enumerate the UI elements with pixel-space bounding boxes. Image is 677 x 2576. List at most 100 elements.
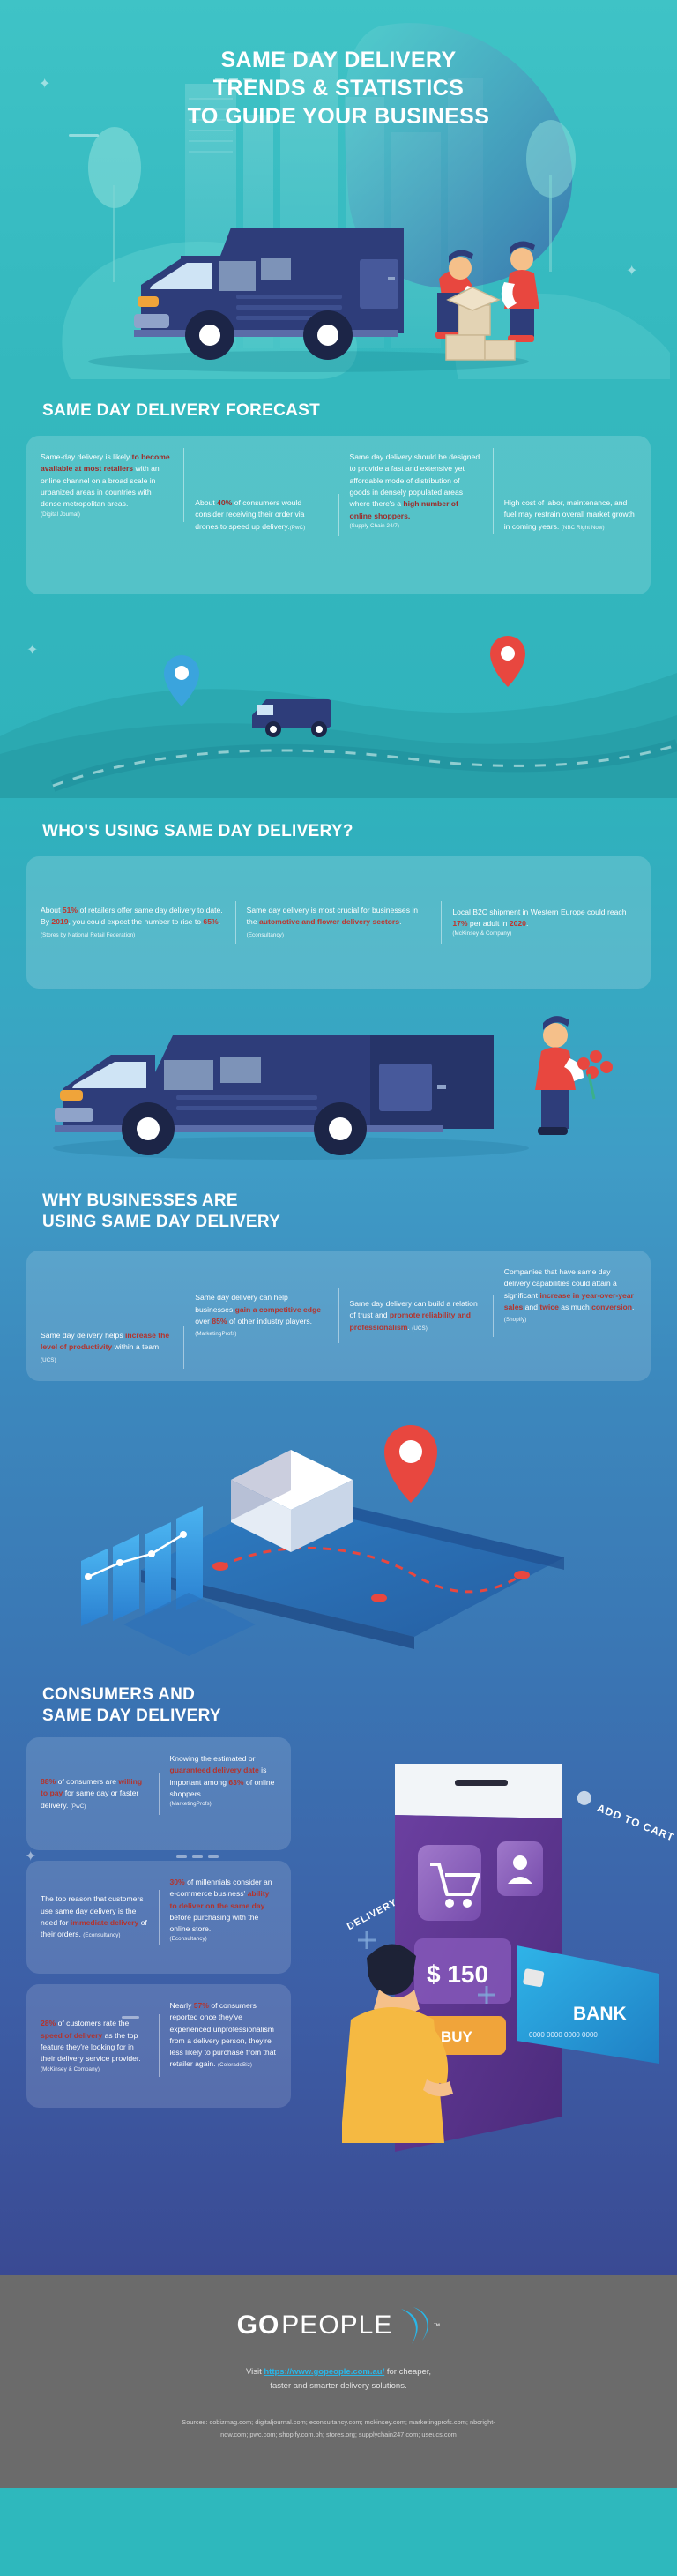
stat-highlight: 65% <box>203 917 219 927</box>
stat-text-mid: over <box>195 1316 212 1325</box>
gopeople-website-link[interactable]: https://www.gopeople.com.au/ <box>264 2367 385 2377</box>
stat-text-mid: of consumers are <box>56 1776 119 1786</box>
footer-visit-text: Visit https://www.gopeople.com.au/ for c… <box>0 2346 677 2393</box>
stat-text-pre: Companies that have same day delivery ca… <box>503 1266 617 1300</box>
stat-highlight: immediate delivery <box>70 1917 139 1927</box>
stat-text-pre: Same day delivery can help businesses <box>195 1293 288 1314</box>
stat-highlight: 40% <box>217 497 233 507</box>
stat-text-post: within a team. <box>112 1342 161 1352</box>
stat-highlight: 2020 <box>509 919 526 929</box>
buy-button-label: BUY <box>441 2028 473 2045</box>
page-title: SAME DAY DELIVERY TRENDS & STATISTICS TO… <box>0 0 677 131</box>
who-card-panel: About 51% of retailers offer same day de… <box>26 855 651 989</box>
visit-post-text: for cheaper, <box>384 2367 432 2377</box>
stat-text-post: before purchasing with the online store. <box>169 1912 259 1934</box>
stat-source: (McKinsey & Company) <box>41 2065 100 2072</box>
stat-text-pre: Knowing the estimated or <box>169 1753 256 1763</box>
stat-highlight: 30% <box>169 1877 185 1886</box>
decorative-dash <box>176 1855 187 1858</box>
stat-highlight: conversion <box>591 1302 633 1311</box>
sparkle-icon: ✦ <box>26 643 39 658</box>
stat-source: (MarketingProfs) <box>195 1331 237 1338</box>
forecast-card-panel: Same-day delivery is likely to become av… <box>26 435 651 594</box>
logo-swoosh-icon <box>401 2307 429 2344</box>
stat-highlight: promote reliability and professionalism <box>349 1310 472 1332</box>
shopping-cart-icon <box>430 1863 480 1908</box>
forecast-heading: SAME DAY DELIVERY FORECAST <box>42 401 321 420</box>
stat-highlight: increase the level of productivity <box>41 1330 170 1352</box>
sparkle-icon: ✦ <box>25 1849 37 1864</box>
sources-list: Sources: cobizmag.com; digitaljournal.co… <box>0 2393 677 2468</box>
stat-card: About 51% of retailers offer same day de… <box>30 900 236 944</box>
stat-card: Companies that have same day delivery ca… <box>494 1263 647 1329</box>
mobile-shopping-illustration: $ 150 BUY BANK 0000 0000 0000 0000 ADD T… <box>342 1764 676 2152</box>
map-pin-red <box>490 636 525 687</box>
consumers-section: CONSUMERS AND SAME DAY DELIVERY <box>0 1658 677 2275</box>
stat-card: 28% of customers rate the speed of deliv… <box>30 2014 160 2078</box>
why-heading: WHY BUSINESSES ARE USING SAME DAY DELIVE… <box>0 1164 677 1233</box>
stat-highlight: 57% <box>193 2000 209 2010</box>
user-icon <box>508 1855 532 1884</box>
stat-highlight: guaranteed delivery date <box>169 1766 259 1775</box>
sources-line-1: Sources: cobizmag.com; digitaljournal.co… <box>182 2418 495 2427</box>
stat-card: Knowing the estimated or guaranteed deli… <box>160 1750 288 1812</box>
stat-card: About 40% of consumers would consider re… <box>184 493 339 536</box>
stat-text-post: . <box>399 917 402 927</box>
stat-text-pre: Nearly <box>169 2000 194 2010</box>
stat-card: Same day delivery should be designed to … <box>339 447 494 534</box>
stat-card: 88% of consumers are willing to pay for … <box>30 1772 160 1815</box>
stat-highlight: twice <box>539 1302 559 1311</box>
stat-text-post: of consumers would consider receiving th… <box>195 497 305 531</box>
sparkle-icon: ✦ <box>626 264 638 279</box>
stat-highlight: 88% <box>41 1776 56 1786</box>
stat-text-pre: Same day delivery should be designed to … <box>349 452 480 509</box>
stat-text-post: of consumers reported once they've exper… <box>169 2000 276 2069</box>
add-to-cart-label: ADD TO CART <box>595 1802 676 1844</box>
stat-text-mid: and <box>523 1302 540 1311</box>
stat-text-pre: About <box>195 497 218 507</box>
visit-line-2: faster and smarter delivery solutions. <box>270 2381 407 2392</box>
forecast-section: SAME DAY DELIVERY FORECAST Same-day deli… <box>0 379 677 798</box>
stat-text-post: as much <box>558 1302 592 1311</box>
stat-highlight: automotive and flower delivery sectors <box>259 917 400 927</box>
stat-card: High cost of labor, maintenance, and fue… <box>494 494 647 536</box>
stat-text-post: . <box>218 917 221 927</box>
stat-text-post: as the top feature they're looking for i… <box>41 2030 141 2064</box>
stat-source: (UCS) <box>412 1325 428 1332</box>
card-digits: 0000 0000 0000 0000 <box>529 2031 598 2039</box>
stat-card: 30% of millennials consider an e-commerc… <box>160 1873 288 1947</box>
stat-card: Same day delivery is most crucial for bu… <box>236 900 443 944</box>
stat-text-mid: of customers rate the <box>56 2019 130 2028</box>
stat-source: (Shopify) <box>503 1317 527 1324</box>
stat-text-post: with an online channel on a broad scale … <box>41 464 160 509</box>
stat-card: The top reason that customers use same d… <box>30 1890 160 1945</box>
stat-source: (MarketingProfs) <box>169 1801 212 1808</box>
stat-source: (McKinsey & Company) <box>452 930 512 937</box>
stat-card: Local B2C shipment in Western Europe cou… <box>442 903 647 942</box>
logo-people-text: PEOPLE <box>281 2311 393 2340</box>
stat-text-post: for same day or faster delivery. <box>41 1788 139 1810</box>
shopper-person <box>342 1944 453 2143</box>
stat-source: (Stores by National Retail Federation) <box>41 931 136 938</box>
decorative-dash <box>208 1855 219 1858</box>
delivery-van-illustration <box>88 228 539 372</box>
decorative-dash <box>122 2016 139 2019</box>
stat-source: (PwC) <box>289 524 306 531</box>
stat-text-mid2: , you could expect the number to rise to <box>68 917 204 927</box>
decorative-dash <box>69 134 99 137</box>
stat-source: (Econsultancy) <box>246 931 284 938</box>
stat-highlight: increase in year-over-year sales <box>503 1290 634 1311</box>
decorative-dash <box>215 78 224 80</box>
decorative-dash <box>229 78 238 80</box>
stat-text-pre: About <box>41 905 63 915</box>
gopeople-logo[interactable]: GO PEOPLE ™ <box>0 2275 677 2346</box>
hero-title-line-3: TO GUIDE YOUR BUSINESS <box>187 104 490 129</box>
why-businesses-section: WHY BUSINESSES ARE USING SAME DAY DELIVE… <box>0 1164 677 1658</box>
who-using-section: WHO'S USING SAME DAY DELIVERY? About 51%… <box>0 798 677 1164</box>
stat-highlight: ability to deliver on the same day <box>169 1889 270 1910</box>
consumer-card-panel: 28% of customers rate the speed of deliv… <box>26 1983 291 2108</box>
consumers-heading-line-2: SAME DAY DELIVERY <box>42 1706 221 1725</box>
stat-text-post: . <box>407 1322 410 1332</box>
small-van <box>252 699 331 737</box>
consumer-card-panel: The top reason that customers use same d… <box>26 1860 291 1974</box>
